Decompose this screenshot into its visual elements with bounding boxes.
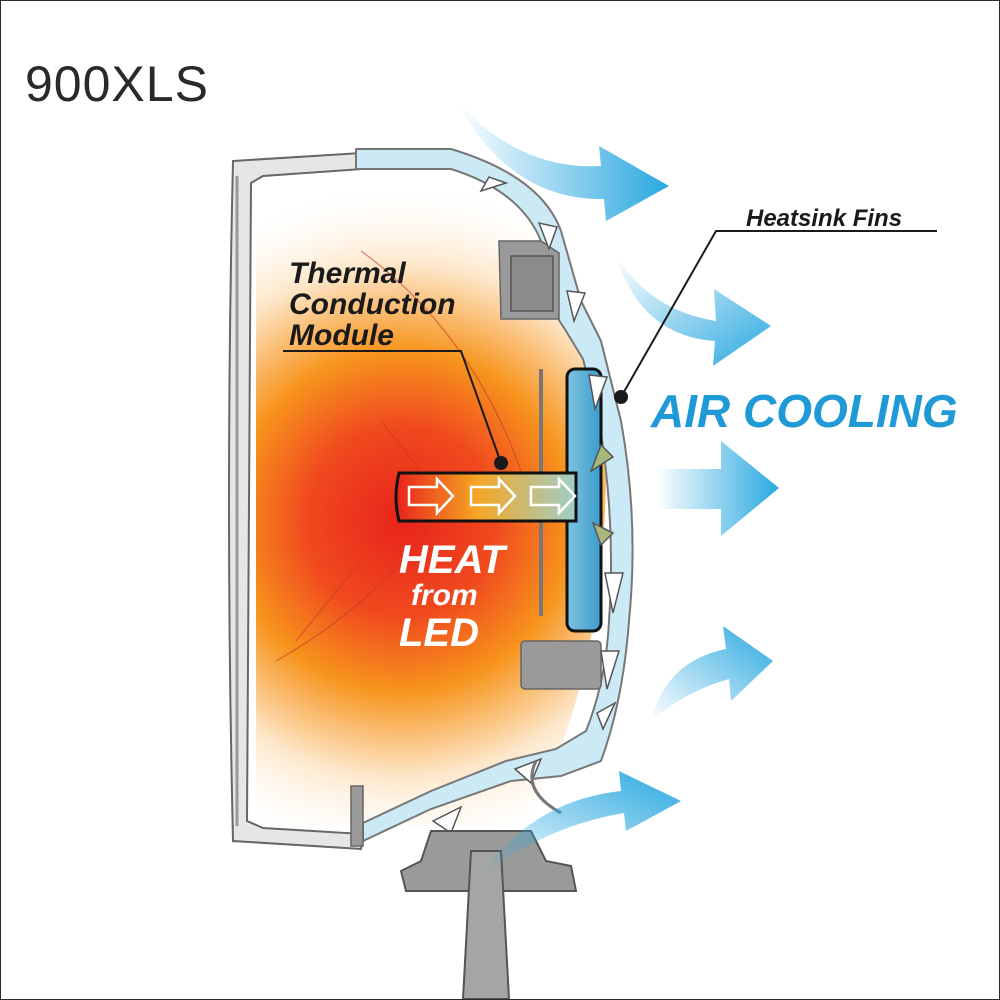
module-callout-dot <box>494 456 508 470</box>
thermal-label-line2: Conduction <box>289 288 456 321</box>
air-cooling-label: AIR COOLING <box>650 385 958 437</box>
heatsink-fins-label: Heatsink Fins <box>746 205 902 232</box>
heat-label-line2: from <box>411 579 478 612</box>
air-cooling-arrows <box>456 101 779 876</box>
model-title: 900XLS <box>25 56 209 112</box>
thermal-label-line3: Module <box>289 319 394 352</box>
thermal-conduction-module <box>394 471 578 523</box>
front-lens <box>228 151 365 851</box>
fins-callout-dot <box>614 390 628 404</box>
heat-label-line3: LED <box>399 611 479 655</box>
gray-block <box>510 255 554 312</box>
callout-leaders <box>283 230 937 464</box>
internal-airflow-arrows <box>431 176 624 835</box>
reflector-lines <box>275 250 522 662</box>
bracket-arm <box>530 760 562 815</box>
heat-flow-arrows <box>407 475 577 517</box>
heat-label-line1: HEAT <box>399 538 508 582</box>
thermal-label-line1: Thermal <box>289 257 406 290</box>
mounting-bracket <box>399 830 578 999</box>
